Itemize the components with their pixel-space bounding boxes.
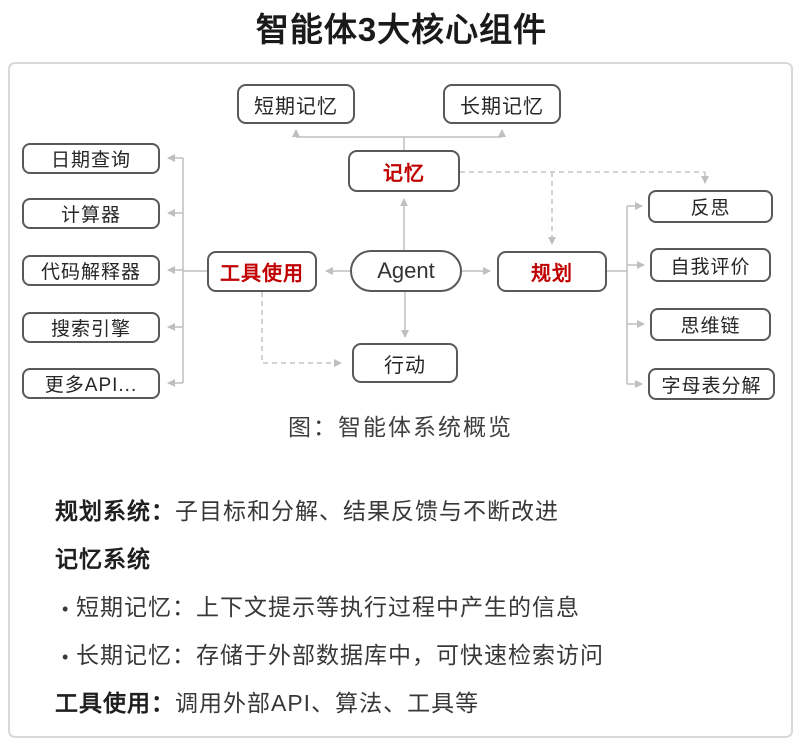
note-tool-use-text: 调用外部API、算法、工具等 <box>175 690 480 716</box>
node-alphabet-decomposition: 字母表分解 <box>648 368 775 400</box>
node-short-term-memory: 短期记忆 <box>237 84 355 124</box>
note-memory-heading: 记忆系统 <box>55 540 151 574</box>
note-planning-label: 规划系统： <box>55 498 175 524</box>
node-chain-of-thought: 思维链 <box>650 308 771 341</box>
bullet-icon: • <box>62 599 70 619</box>
node-action: 行动 <box>352 343 458 383</box>
node-calculator: 计算器 <box>22 198 160 229</box>
note-bullet-short-term-text: 短期记忆：上下文提示等执行过程中产生的信息 <box>76 594 580 620</box>
diagram-caption: 图：智能体系统概览 <box>288 414 513 440</box>
note-bullet-short-term: • 短期记忆：上下文提示等执行过程中产生的信息 <box>62 588 580 622</box>
page-title: 智能体3大核心组件 <box>255 11 548 48</box>
node-long-term-memory: 长期记忆 <box>443 84 561 124</box>
note-planning: 规划系统：子目标和分解、结果反馈与不断改进 <box>55 492 559 526</box>
note-memory-heading-label: 记忆系统 <box>55 546 151 572</box>
node-agent: Agent <box>350 250 462 292</box>
note-planning-text: 子目标和分解、结果反馈与不断改进 <box>175 498 559 524</box>
note-tool-use-label: 工具使用： <box>55 690 175 716</box>
note-bullet-long-term: • 长期记忆：存储于外部数据库中，可快速检索访问 <box>62 636 604 670</box>
node-memory: 记忆 <box>348 150 460 192</box>
node-tool-use: 工具使用 <box>207 251 317 292</box>
node-more-api: 更多API... <box>22 368 160 399</box>
note-tool-use: 工具使用：调用外部API、算法、工具等 <box>55 684 479 718</box>
bullet-icon: • <box>62 647 70 667</box>
node-code-interpreter: 代码解释器 <box>22 255 160 286</box>
node-reflection: 反思 <box>648 190 773 223</box>
node-self-evaluation: 自我评价 <box>650 248 771 282</box>
node-planning: 规划 <box>497 251 607 292</box>
node-search-engine: 搜索引擎 <box>22 312 160 343</box>
node-date-query: 日期查询 <box>22 143 160 174</box>
note-bullet-long-term-text: 长期记忆：存储于外部数据库中，可快速检索访问 <box>76 642 604 668</box>
